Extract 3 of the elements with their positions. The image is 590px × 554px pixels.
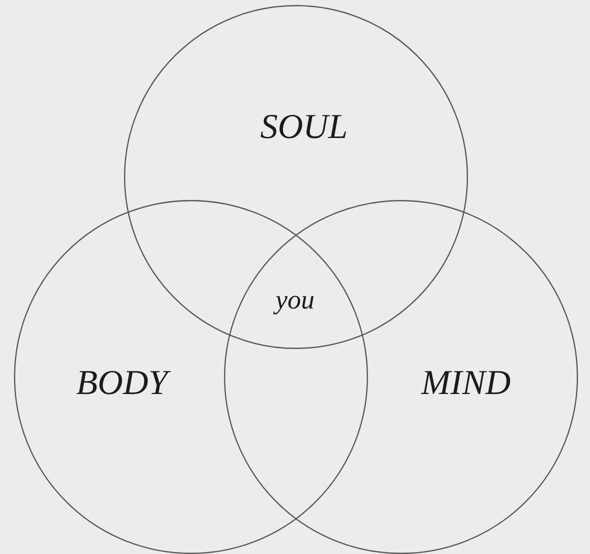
intersection-label: you	[276, 284, 314, 316]
set-label: MIND	[421, 363, 511, 403]
set-label: SOUL	[260, 107, 348, 147]
